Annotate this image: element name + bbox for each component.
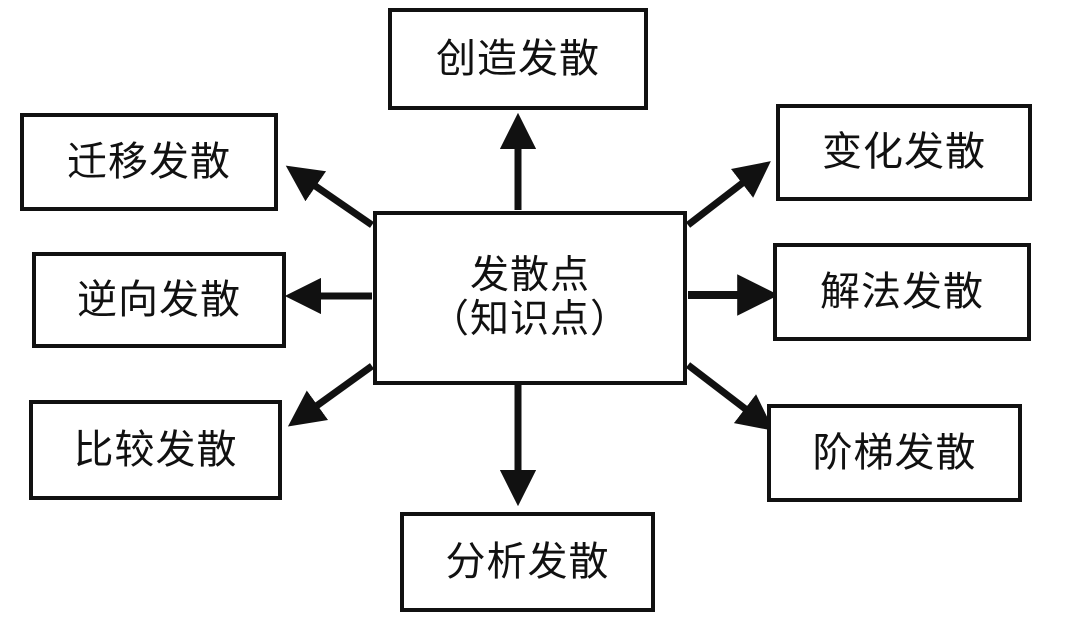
arrow-center-to-bijiao: [287, 363, 375, 427]
arrow-center-to-qianyi: [285, 165, 374, 228]
node-jieti[interactable]: 阶梯发散: [767, 404, 1022, 502]
arrow-center-to-jieti: [685, 362, 774, 431]
node-bijiao[interactable]: 比较发散: [29, 400, 282, 500]
node-qianyi[interactable]: 迁移发散: [20, 113, 278, 211]
node-label-fenxi: 分析发散: [445, 538, 610, 584]
node-label-nixiang: 逆向发散: [77, 276, 241, 322]
center-label-line1: 发散点: [469, 254, 590, 298]
node-label-bianhua: 变化发散: [822, 129, 986, 175]
node-label-jiefa: 解法发散: [820, 268, 984, 314]
node-chuangzao[interactable]: 创造发散: [388, 8, 648, 110]
node-label-chuangzao: 创造发散: [436, 35, 600, 81]
arrow-center-to-bianhua: [685, 161, 771, 228]
node-bianhua[interactable]: 变化发散: [776, 104, 1032, 201]
node-label-bijiao: 比较发散: [73, 426, 238, 472]
node-label-qianyi: 迁移发散: [67, 138, 231, 184]
center-label-line2: （知识点）: [429, 298, 630, 341]
node-jiefa[interactable]: 解法发散: [773, 243, 1031, 341]
node-center-fasandian[interactable]: 发散点 （知识点）: [373, 211, 687, 385]
node-label-jieti: 阶梯发散: [812, 429, 977, 475]
node-nixiang[interactable]: 逆向发散: [32, 252, 286, 348]
node-fenxi[interactable]: 分析发散: [400, 512, 655, 612]
